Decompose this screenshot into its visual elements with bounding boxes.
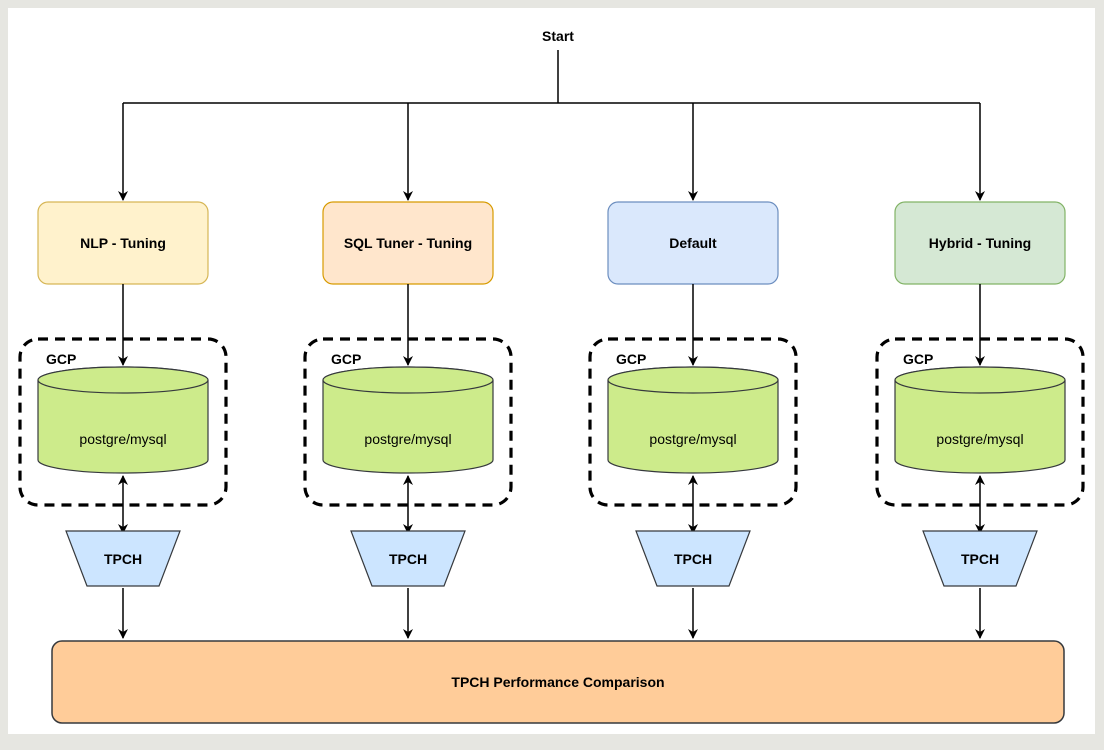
col-2-database-cylinder-top — [322, 366, 494, 394]
start-label: Start — [542, 28, 574, 44]
col-3-gcp-label: GCP — [616, 351, 646, 367]
col-1-gcp-label: GCP — [46, 351, 76, 367]
col-1-database-cylinder-top — [37, 366, 209, 394]
col-3-gcp-container — [588, 337, 798, 507]
col-4-gcp-container — [875, 337, 1085, 507]
col-3-tpch-trapezoid — [635, 530, 751, 587]
col-1-database-label: postgre/mysql — [79, 431, 166, 447]
col-4-database-cylinder-top — [894, 366, 1066, 394]
col-2-tpch-label: TPCH — [389, 551, 427, 567]
col-4-tuning-label: Hybrid - Tuning — [929, 235, 1031, 251]
comparison-label: TPCH Performance Comparison — [451, 674, 664, 690]
col-3-database-cylinder-top — [607, 366, 779, 394]
col-4-gcp-label: GCP — [903, 351, 933, 367]
col-2-tpch-trapezoid — [350, 530, 466, 587]
col-3-tuning-label: Default — [669, 235, 717, 251]
col-1-tuning-label: NLP - Tuning — [80, 235, 166, 251]
col-4-tpch-label: TPCH — [961, 551, 999, 567]
col-2-gcp-container — [303, 337, 513, 507]
col-1-gcp-container — [18, 337, 228, 507]
col-2-tuning-label: SQL Tuner - Tuning — [344, 235, 472, 251]
col-3-tpch-label: TPCH — [674, 551, 712, 567]
col-1-tpch-label: TPCH — [104, 551, 142, 567]
col-2-database-label: postgre/mysql — [364, 431, 451, 447]
comparison-box — [51, 640, 1065, 724]
col-4-database-label: postgre/mysql — [936, 431, 1023, 447]
col-3-database-label: postgre/mysql — [649, 431, 736, 447]
col-4-tpch-trapezoid — [922, 530, 1038, 587]
col-1-tpch-trapezoid — [65, 530, 181, 587]
col-2-gcp-label: GCP — [331, 351, 361, 367]
